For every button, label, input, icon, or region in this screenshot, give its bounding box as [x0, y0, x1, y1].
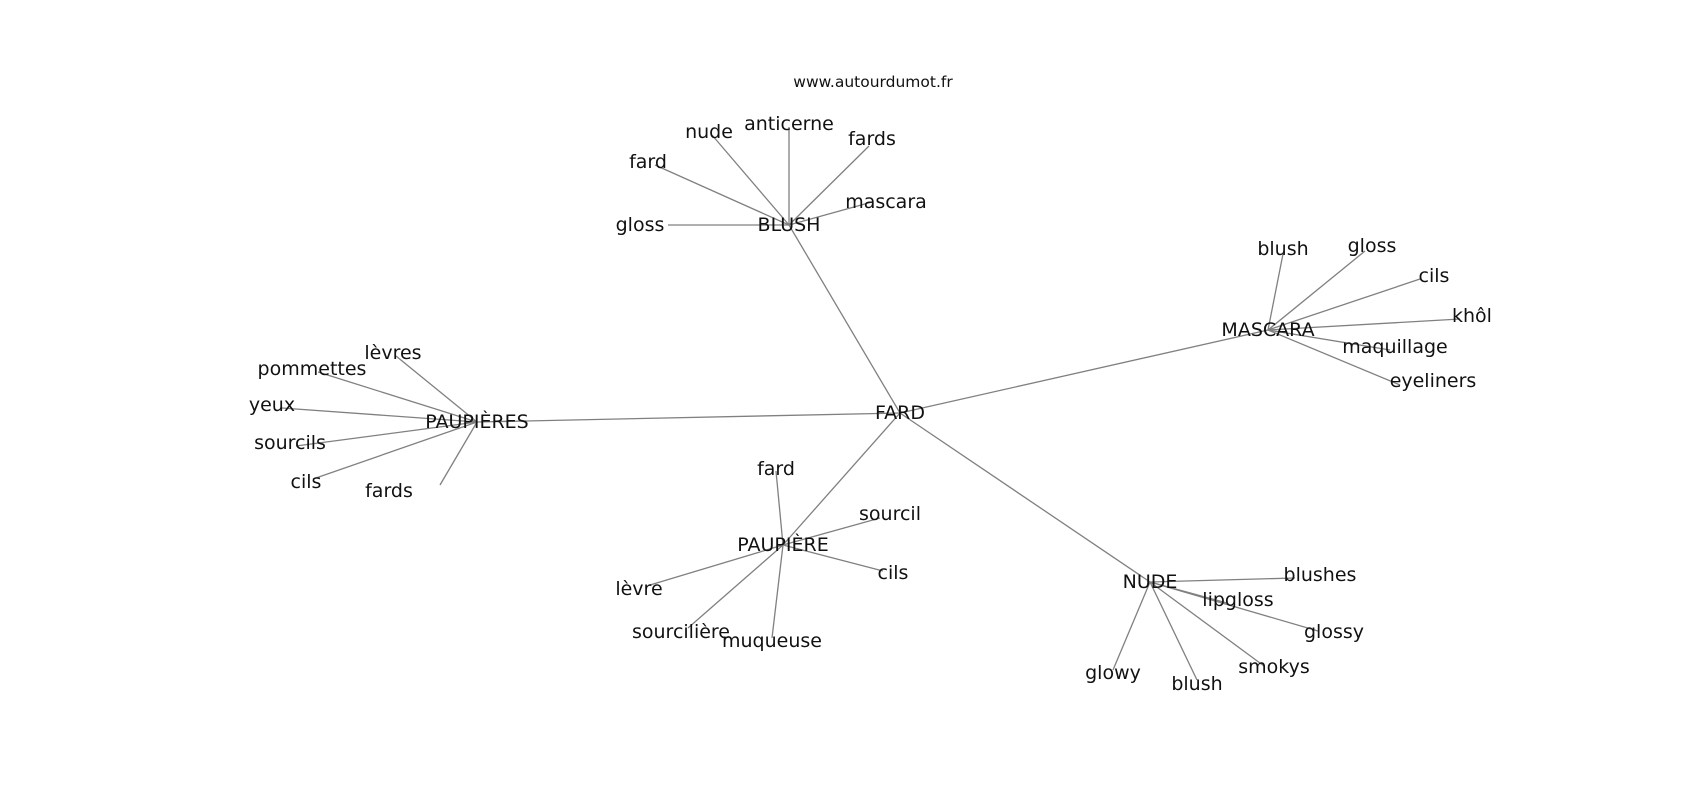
edge-hub-leaf	[317, 371, 478, 423]
leaf-node: nude	[685, 121, 733, 143]
leaf-node: cils	[1419, 265, 1450, 287]
hub-node: BLUSH	[758, 214, 821, 236]
edge-hub-leaf	[782, 544, 884, 572]
leaf-node: fard	[629, 151, 667, 173]
edge-hub-leaf	[1149, 577, 1296, 583]
leaf-node: glowy	[1085, 662, 1141, 684]
leaf-node: cils	[878, 562, 909, 584]
edge-hub-leaf	[295, 421, 478, 447]
edge-hub-leaf	[1149, 581, 1198, 681]
hub-node: PAUPIÈRES	[425, 410, 528, 433]
hub-node: PAUPIÈRE	[737, 533, 828, 556]
leaf-node: pommettes	[258, 358, 367, 380]
edge-hub-leaf	[788, 201, 873, 226]
edge-hub-leaf	[1149, 581, 1319, 632]
leaf-node: muqueuse	[722, 630, 822, 652]
leaf-node: eyeliners	[1390, 370, 1477, 392]
leaf-node: lipgloss	[1202, 589, 1273, 611]
leaf-node: anticerne	[744, 113, 834, 135]
leaf-node: sourcil	[859, 503, 921, 525]
leaf-node: mascara	[845, 191, 927, 213]
leaf-node: sourcils	[254, 432, 326, 454]
edge-hub-leaf	[1267, 250, 1366, 331]
edge-center-hub	[899, 412, 1151, 583]
edge-hub-leaf	[711, 134, 790, 226]
leaf-node: fards	[365, 480, 413, 502]
leaf-node: cils	[291, 471, 322, 493]
edge-hub-leaf	[281, 407, 478, 423]
leaf-node: lèvres	[364, 342, 421, 364]
leaf-node: blushes	[1284, 564, 1357, 586]
leaf-node: fard	[757, 458, 795, 480]
leaf-node: glossy	[1304, 621, 1364, 643]
edge-hub-leaf	[1149, 581, 1265, 667]
edge-hub-leaf	[782, 517, 881, 546]
leaf-node: fards	[848, 128, 896, 150]
hub-node: MASCARA	[1221, 319, 1314, 341]
leaf-node: lèvre	[615, 578, 662, 600]
edge-hub-leaf	[649, 544, 784, 586]
leaf-node: blush	[1257, 238, 1308, 260]
edge-hub-leaf	[771, 544, 784, 639]
leaf-node: gloss	[1348, 235, 1397, 257]
center-node: FARD	[875, 402, 925, 424]
hub-node: NUDE	[1123, 571, 1178, 593]
leaf-node: maquillage	[1342, 336, 1447, 358]
leaf-node: gloss	[616, 214, 665, 236]
edge-hub-leaf	[1267, 329, 1401, 386]
labels-layer: FARD BLUSH gloss fard nude anticerne fards masc…	[249, 113, 1492, 695]
leaf-node: blush	[1171, 673, 1222, 695]
edge-hub-leaf	[788, 145, 870, 226]
edge-hub-leaf	[439, 421, 478, 486]
edge-hub-leaf	[1267, 318, 1461, 331]
edge-hub-leaf	[775, 470, 784, 546]
edge-hub-leaf	[1267, 253, 1284, 331]
edge-hub-leaf	[1267, 329, 1391, 351]
leaf-node: smokys	[1238, 656, 1310, 678]
edge-hub-leaf	[312, 421, 478, 480]
edge-hub-leaf	[687, 544, 784, 629]
leaf-node: khôl	[1452, 305, 1492, 327]
edge-center-hub	[782, 412, 901, 546]
edge-hub-leaf	[1267, 278, 1421, 331]
edge-center-hub	[899, 329, 1269, 414]
edge-hub-leaf	[395, 355, 478, 423]
edge-center-hub	[476, 412, 901, 423]
edges-layer	[281, 127, 1461, 681]
edge-center-hub	[788, 224, 901, 414]
edge-hub-leaf	[1112, 581, 1151, 671]
leaf-node: yeux	[249, 394, 295, 416]
edge-hub-leaf	[654, 164, 790, 226]
source-label: www.autourdumot.fr	[793, 73, 953, 91]
leaf-node: sourcilière	[632, 621, 730, 643]
